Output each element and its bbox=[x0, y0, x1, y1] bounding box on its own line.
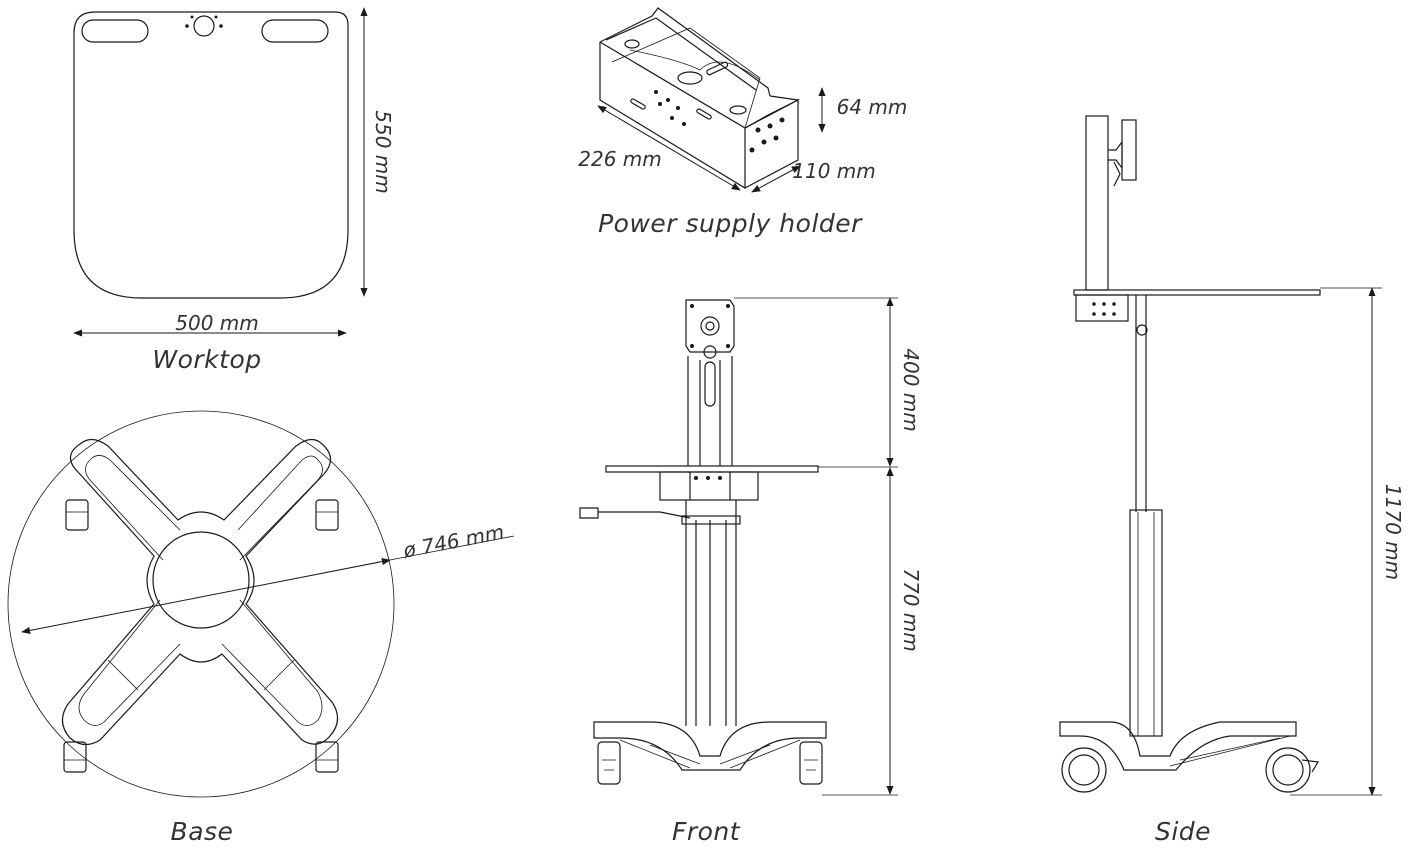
base-diameter-label: ø 746 mm bbox=[400, 520, 506, 563]
worktop-depth-label: 550 mm bbox=[371, 110, 395, 194]
base-caption: Base bbox=[171, 817, 234, 846]
side-view-drawing bbox=[1059, 115, 1382, 796]
power-supply-holder-drawing bbox=[597, 7, 826, 193]
base-drawing bbox=[7, 410, 515, 798]
front-lower-height-label: 770 mm bbox=[899, 568, 923, 652]
psu-length-label: 226 mm bbox=[578, 147, 662, 171]
psu-height-label: 64 mm bbox=[837, 95, 908, 119]
psu-caption: Power supply holder bbox=[598, 209, 863, 238]
worktop-caption: Worktop bbox=[152, 345, 261, 374]
front-upper-height-label: 400 mm bbox=[899, 348, 923, 432]
front-view-drawing bbox=[579, 297, 898, 796]
side-caption: Side bbox=[1155, 817, 1211, 846]
worktop-width-label: 500 mm bbox=[175, 311, 259, 335]
worktop-drawing bbox=[73, 7, 368, 337]
front-caption: Front bbox=[672, 817, 741, 846]
side-height-label: 1170 mm bbox=[1381, 484, 1405, 580]
psu-width-label: 110 mm bbox=[792, 159, 876, 183]
